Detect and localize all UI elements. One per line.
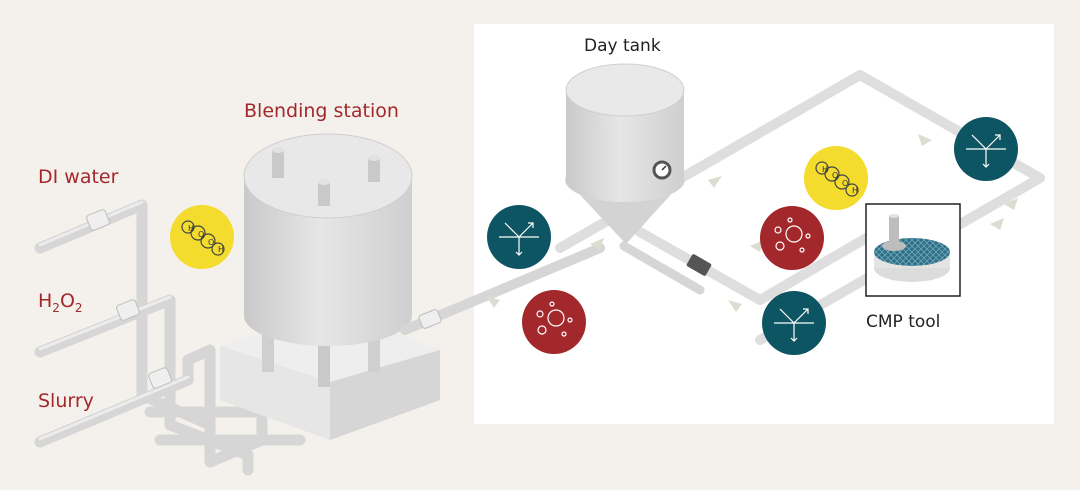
flow-arrow-icon — [708, 176, 722, 188]
atom-label: O — [208, 238, 214, 247]
flow-arrow-icon — [990, 218, 1004, 230]
atom-label: H — [218, 245, 224, 254]
day-tank — [565, 63, 705, 295]
flow-arrow-icon — [486, 296, 500, 308]
h2o2-molecule-icon — [170, 205, 234, 269]
atom-label: H — [188, 224, 194, 233]
particle-counter-icon — [522, 290, 586, 354]
optical-sensor-icon — [954, 117, 1018, 181]
flow-arrow-icon — [1004, 198, 1018, 210]
di-water-label: DI water — [38, 166, 119, 188]
atom-label: H — [822, 165, 828, 174]
slurry-fitting — [148, 367, 172, 389]
atom-label: O — [832, 171, 838, 180]
flow-arrows — [486, 134, 1018, 312]
slurry-label: Slurry — [38, 390, 94, 412]
valve-fitting — [686, 254, 712, 276]
optical-sensor-icon — [487, 205, 551, 269]
flow-arrow-icon — [728, 300, 742, 312]
optical-sensor-icon — [762, 291, 826, 355]
di-water-fitting — [86, 209, 110, 231]
atom-label: H — [852, 186, 858, 195]
cmp-tool-label: CMP tool — [866, 312, 941, 332]
h2o2-fitting — [116, 299, 140, 321]
day-tank-label: Day tank — [584, 36, 661, 56]
h2o2-label: H2O2 — [38, 290, 83, 315]
particle-counter-icon — [760, 206, 824, 270]
flow-arrow-icon — [918, 134, 932, 146]
blending-station — [220, 133, 440, 440]
h2o2-molecule-icon — [804, 146, 868, 210]
transfer-fitting — [418, 309, 442, 329]
atom-label: O — [842, 179, 848, 188]
blending-station-label: Blending station — [244, 100, 399, 122]
atom-label: O — [198, 230, 204, 239]
flow-arrow-icon — [590, 238, 604, 250]
cmp-tool-icon — [865, 203, 961, 297]
